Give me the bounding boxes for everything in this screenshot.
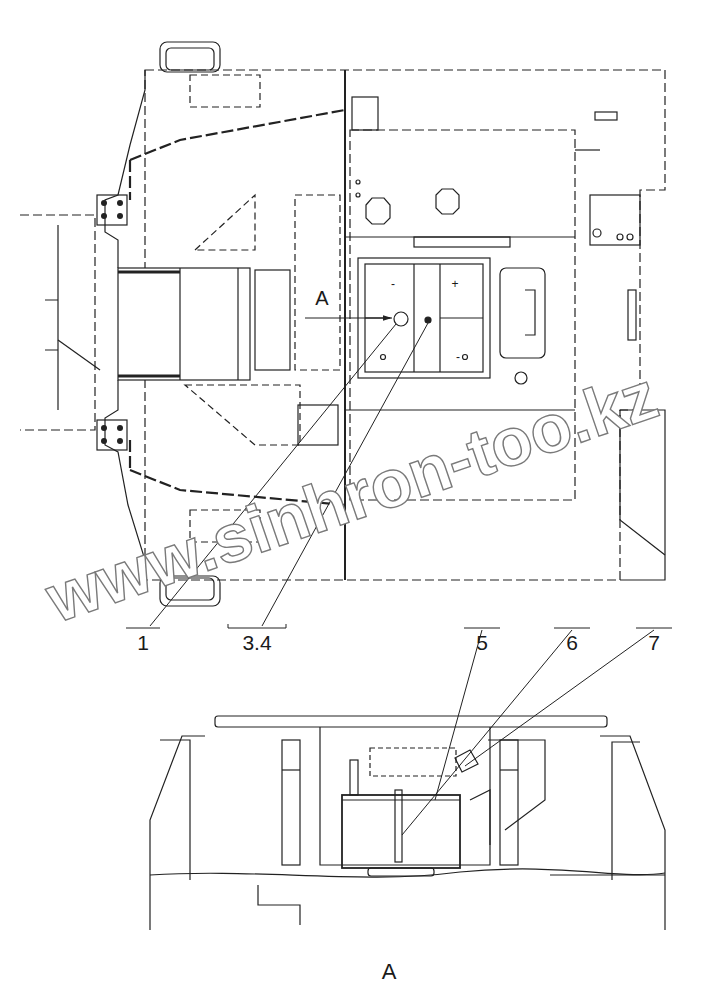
callout-underline — [464, 628, 500, 629]
battery-hidden — [370, 748, 456, 776]
plate — [352, 97, 378, 130]
callout-number: 3.4 — [242, 632, 271, 653]
bracket — [590, 195, 640, 245]
bracket — [470, 790, 490, 845]
polarity-mark: - — [391, 278, 395, 290]
polarity-mark: - — [456, 351, 460, 363]
bracket — [628, 290, 636, 340]
cutout — [295, 195, 340, 370]
roller — [179, 268, 180, 380]
body-outline — [150, 736, 205, 930]
roller — [118, 268, 250, 380]
roller — [237, 268, 238, 380]
roller — [118, 271, 180, 274]
view-letter: A — [382, 961, 397, 983]
body-outline — [550, 874, 665, 875]
inner-frame — [129, 440, 131, 470]
break-line — [150, 869, 665, 877]
body-outline — [258, 885, 300, 925]
mount — [436, 189, 459, 214]
base — [368, 868, 434, 876]
cutout — [255, 270, 290, 370]
attachment — [58, 340, 100, 370]
leader-line — [435, 630, 482, 800]
tray — [320, 727, 490, 865]
plate — [298, 405, 338, 445]
callout-underline — [636, 628, 672, 629]
bolt — [394, 312, 408, 326]
view-letter: A — [315, 288, 328, 308]
clamp — [455, 750, 478, 772]
handle — [160, 42, 220, 72]
column — [500, 740, 518, 865]
cutout — [195, 195, 255, 250]
callout-number: 1 — [137, 632, 149, 653]
view-arrow — [305, 318, 392, 319]
hinge — [97, 420, 127, 450]
mount — [366, 198, 390, 224]
callout-number: 6 — [566, 632, 578, 653]
cutout — [185, 385, 300, 445]
panel — [190, 75, 260, 107]
switch — [515, 372, 527, 384]
handle — [166, 48, 214, 70]
callout-number: 5 — [476, 632, 488, 653]
plate — [595, 112, 617, 120]
leader-line — [402, 630, 572, 835]
bolt — [425, 317, 431, 323]
bracket — [488, 740, 545, 830]
box-handle — [525, 290, 535, 335]
polarity-mark: + — [451, 278, 458, 290]
column — [282, 740, 300, 865]
callout-bracket — [228, 624, 286, 628]
watermark: www.sinhron-too.kz — [38, 361, 665, 633]
attachment — [20, 215, 95, 430]
inner-frame — [130, 110, 345, 160]
battery — [342, 795, 460, 868]
body-outline — [600, 736, 665, 930]
body-outline — [160, 740, 640, 880]
roller — [118, 375, 180, 378]
top-plate — [215, 716, 607, 727]
section-view — [150, 716, 665, 930]
callout-number: 7 — [648, 632, 660, 653]
terminal — [350, 760, 358, 795]
leader-line — [465, 630, 654, 766]
inner-frame — [129, 160, 131, 200]
hinge — [97, 195, 127, 225]
callout-underline — [126, 628, 160, 629]
bolt — [395, 790, 402, 862]
attachment — [45, 225, 58, 410]
box — [500, 268, 545, 358]
callout-underline — [554, 628, 590, 629]
bracket — [414, 237, 510, 247]
